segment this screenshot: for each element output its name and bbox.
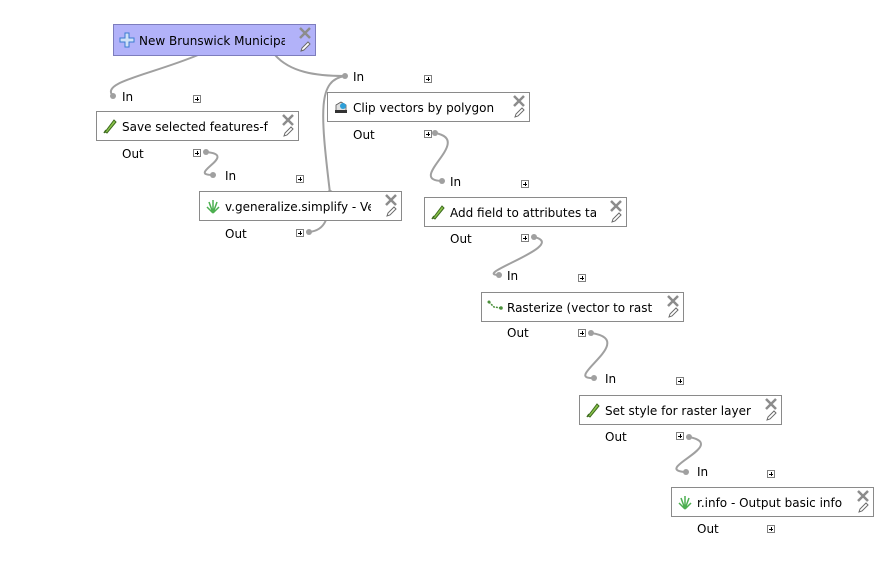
port-dot [588, 330, 594, 336]
port-dot [306, 229, 312, 235]
close-icon[interactable] [299, 27, 311, 39]
port-dot [683, 469, 689, 475]
in-port-label: In [353, 70, 365, 84]
in-port-label: In [225, 169, 237, 183]
edit-pencil-icon[interactable] [765, 409, 778, 422]
expand-inputs-button[interactable] [767, 470, 775, 478]
expand-outputs-button[interactable] [296, 229, 304, 237]
port-dot [496, 272, 502, 278]
in-port-label: In [605, 372, 617, 386]
algorithm-node-add-field[interactable]: Add field to attributes table [424, 197, 627, 227]
expand-outputs-button[interactable] [767, 525, 775, 533]
port-dot [531, 234, 537, 240]
edit-pencil-icon[interactable] [385, 205, 398, 218]
out-port-label: Out [697, 522, 719, 536]
link-input-to-clip [274, 54, 346, 77]
edit-pencil-icon[interactable] [667, 306, 680, 319]
plus-icon [119, 32, 135, 48]
expand-outputs-button[interactable] [578, 329, 586, 337]
port-dot [686, 434, 692, 440]
qgis-algorithm-icon [103, 119, 117, 134]
link-save-to-generalize [203, 151, 219, 176]
edit-pencil-icon[interactable] [857, 501, 870, 514]
algorithm-node-clip-vectors[interactable]: Clip vectors by polygon [327, 92, 530, 122]
out-port-label: Out [225, 227, 247, 241]
node-label: Save selected features-fr... [122, 120, 268, 134]
in-port-label: In [697, 465, 709, 479]
node-label: Rasterize (vector to raster) [507, 301, 653, 315]
node-label: r.info - Output basic infor... [697, 496, 843, 510]
algorithm-node-r-info[interactable]: r.info - Output basic infor... [671, 487, 874, 517]
close-icon[interactable] [385, 194, 397, 206]
input-node-new-brunswick[interactable]: New Brunswick Municipali... [113, 24, 316, 56]
grass-icon [206, 200, 220, 214]
close-icon[interactable] [282, 114, 294, 126]
expand-inputs-button[interactable] [578, 274, 586, 282]
edit-pencil-icon[interactable] [299, 40, 312, 53]
node-label: v.generalize.simplify - Ve... [225, 200, 371, 214]
edit-pencil-icon[interactable] [513, 106, 526, 119]
edit-pencil-icon[interactable] [282, 125, 295, 138]
out-port-label: Out [122, 147, 144, 161]
close-icon[interactable] [667, 295, 679, 307]
edit-pencil-icon[interactable] [610, 211, 623, 224]
node-label: Set style for raster layer [605, 404, 751, 418]
port-dot [342, 73, 348, 79]
expand-outputs-button[interactable] [521, 234, 529, 242]
gdal-rasterize-icon [487, 300, 503, 310]
out-port-label: Out [605, 430, 627, 444]
out-port-label: Out [450, 232, 472, 246]
algorithm-node-save-selected[interactable]: Save selected features-fr... [96, 111, 299, 141]
in-port-label: In [507, 269, 519, 283]
algorithm-node-rasterize[interactable]: Rasterize (vector to raster) [481, 292, 684, 322]
qgis-algorithm-icon [586, 403, 600, 418]
expand-inputs-button[interactable] [424, 75, 432, 83]
gdal-icon [335, 101, 347, 113]
close-icon[interactable] [513, 95, 525, 107]
port-dot [210, 172, 216, 178]
port-dot [203, 149, 209, 155]
out-port-label: Out [507, 326, 529, 340]
grass-icon [678, 496, 692, 510]
algorithm-node-set-style[interactable]: Set style for raster layer [579, 395, 782, 425]
link-clip-to-addfield [429, 132, 449, 182]
expand-inputs-button[interactable] [676, 377, 684, 385]
in-port-label: In [450, 175, 462, 189]
node-label: Add field to attributes table [450, 206, 596, 220]
close-icon[interactable] [857, 490, 869, 502]
in-port-label: In [122, 90, 134, 104]
qgis-algorithm-icon [431, 205, 445, 220]
port-dot [110, 93, 116, 99]
expand-outputs-button[interactable] [424, 130, 432, 138]
close-icon[interactable] [765, 398, 777, 410]
node-label: New Brunswick Municipali... [139, 34, 285, 48]
close-icon[interactable] [610, 200, 622, 212]
expand-outputs-button[interactable] [676, 432, 684, 440]
expand-inputs-button[interactable] [296, 175, 304, 183]
port-dot [591, 375, 597, 381]
port-dot [432, 130, 438, 136]
port-dot [439, 178, 445, 184]
expand-inputs-button[interactable] [193, 95, 201, 103]
out-port-label: Out [353, 128, 375, 142]
algorithm-node-v-generalize[interactable]: v.generalize.simplify - Ve... [199, 191, 402, 221]
expand-inputs-button[interactable] [521, 180, 529, 188]
node-label: Clip vectors by polygon [353, 101, 495, 115]
expand-outputs-button[interactable] [193, 149, 201, 157]
